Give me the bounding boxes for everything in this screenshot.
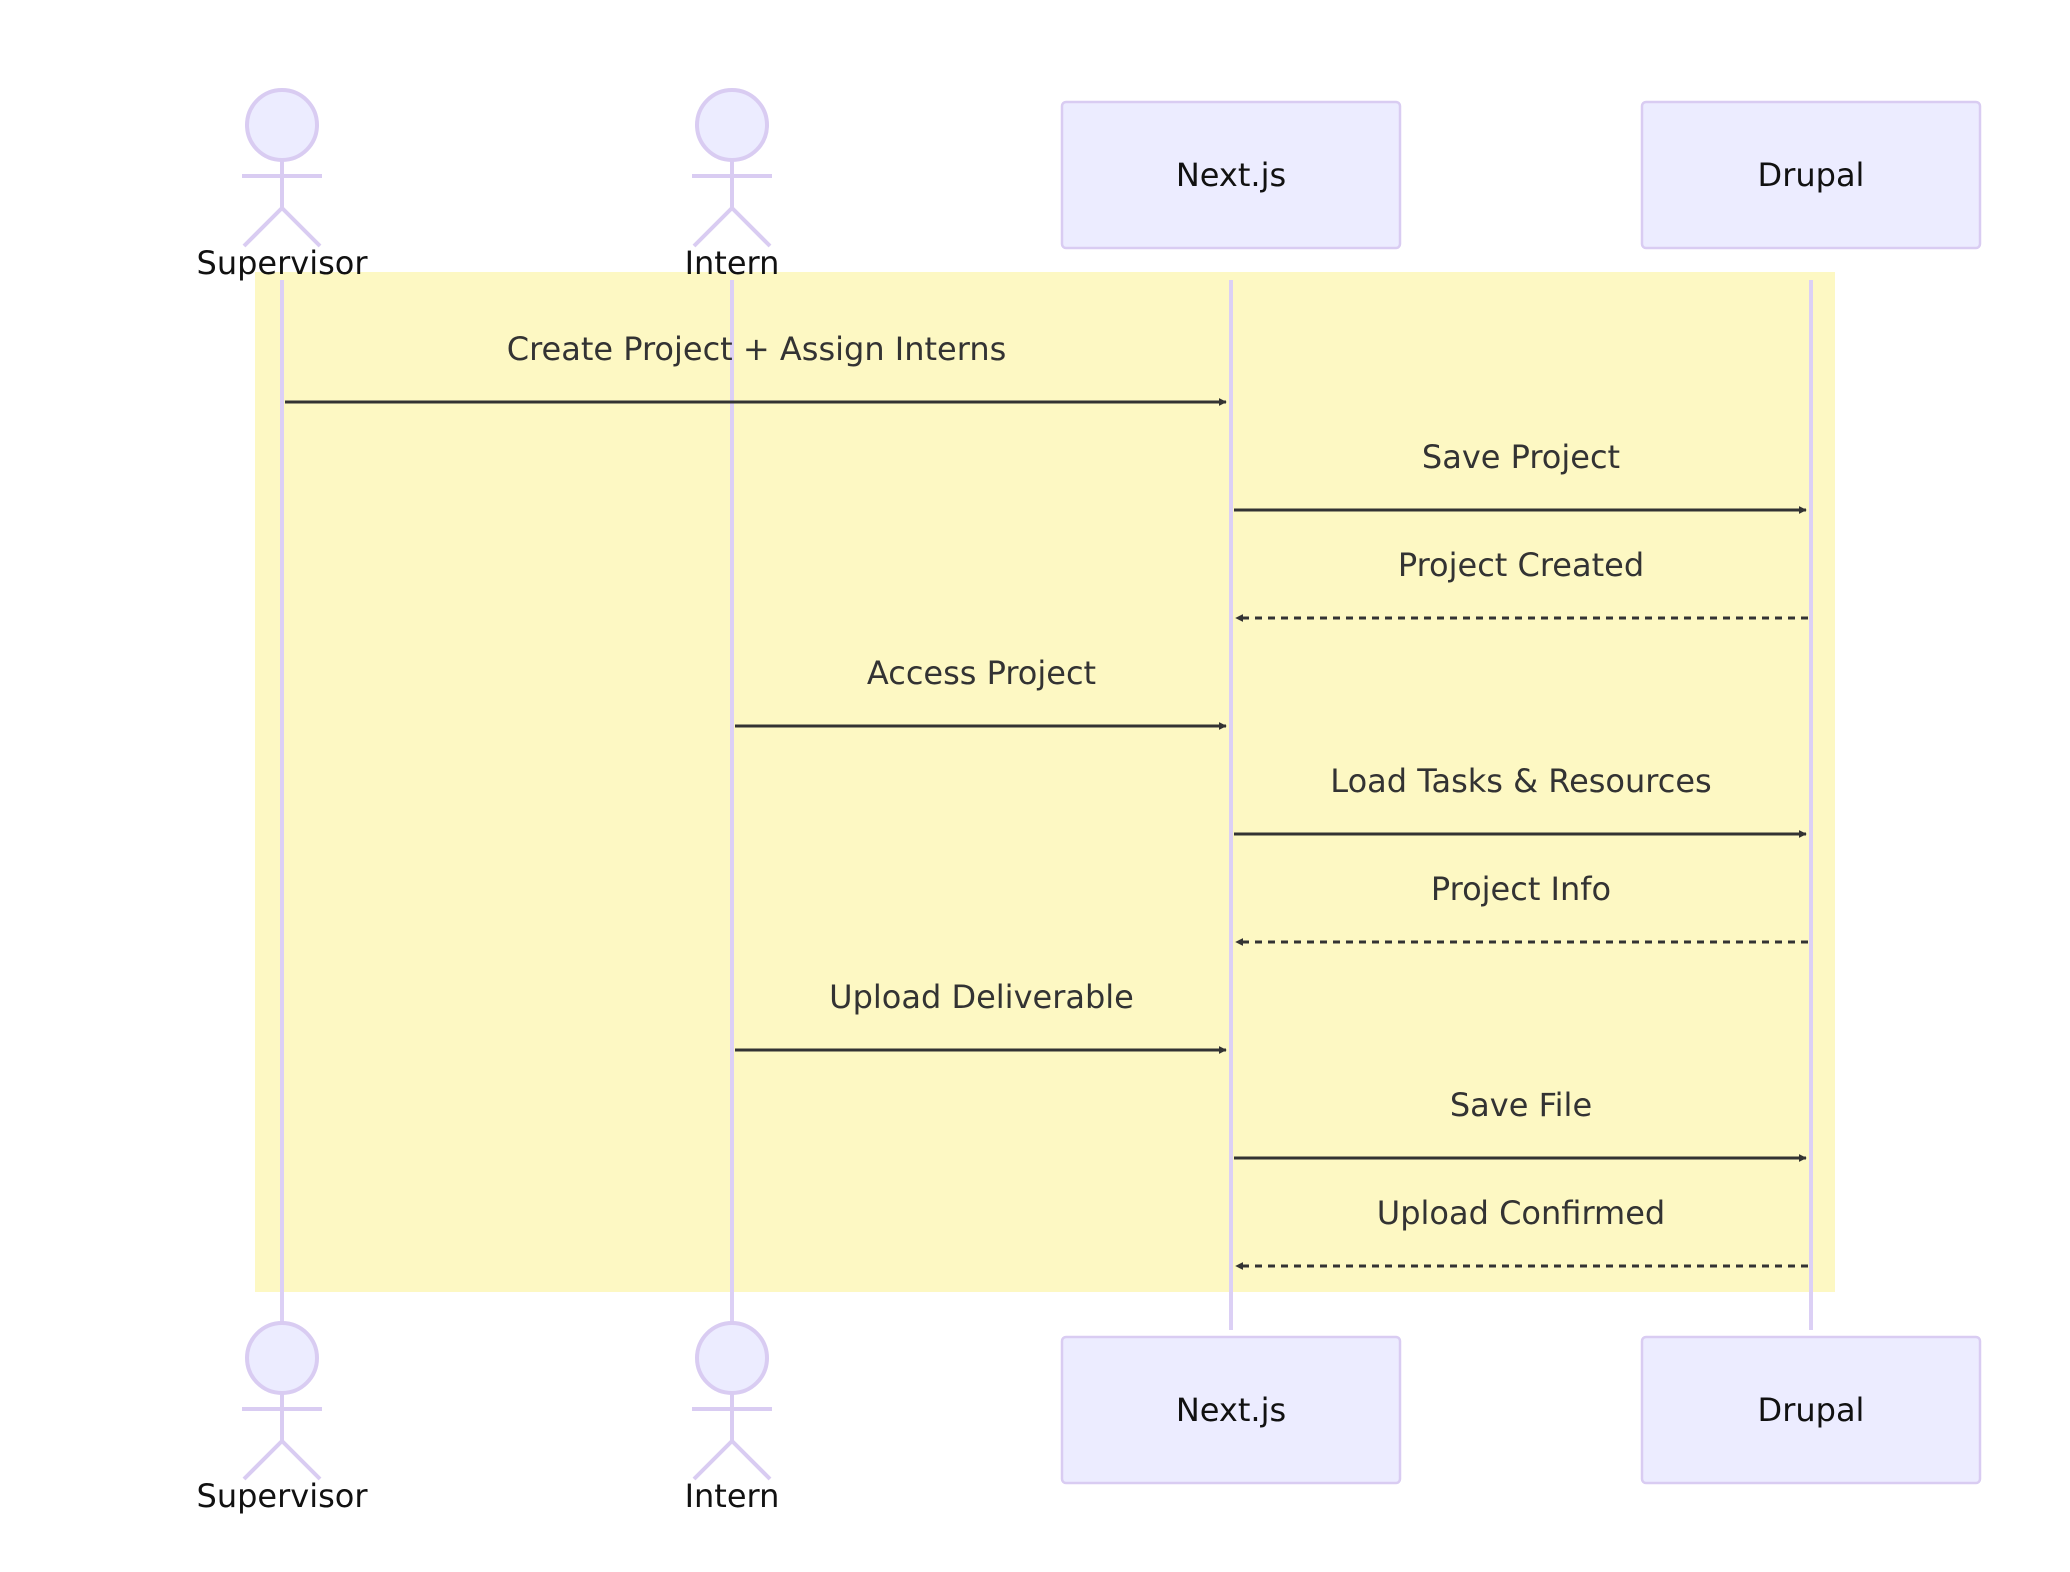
message-2: Save Project — [1234, 438, 1807, 514]
actor-head-icon — [695, 1321, 769, 1395]
participant-drupal-bottom: Drupal — [1640, 1335, 1982, 1485]
message-9: Upload Confirmed — [1235, 1194, 1808, 1270]
actor-left-leg-icon — [242, 1439, 284, 1481]
participant-label: Intern — [685, 244, 780, 282]
participant-label: Next.js — [1176, 156, 1286, 194]
participant-label: Supervisor — [197, 1477, 369, 1515]
actor-right-leg-icon — [730, 1439, 772, 1481]
participant-box — [1640, 1335, 1982, 1485]
message-3: Project Created — [1235, 546, 1808, 622]
actor-intern-top: Intern — [685, 88, 780, 282]
actor-head-icon — [245, 88, 319, 162]
participant-label: Next.js — [1176, 1391, 1286, 1429]
actor-left-leg-icon — [692, 1439, 734, 1481]
message-6: Project Info — [1235, 870, 1808, 946]
message-8: Save File — [1234, 1086, 1807, 1162]
highlight-block — [255, 272, 1835, 1292]
participant-box — [1060, 100, 1402, 250]
participant-label: Drupal — [1758, 156, 1865, 194]
participant-box — [1060, 1335, 1402, 1485]
message-1: Create Project + Assign Interns — [285, 330, 1227, 406]
participant-label: Intern — [685, 1477, 780, 1515]
message-4: Access Project — [735, 654, 1227, 730]
actor-head-icon — [245, 1321, 319, 1395]
actor-right-leg-icon — [730, 206, 772, 248]
actor-left-leg-icon — [242, 206, 284, 248]
message-label: Load Tasks & Resources — [1330, 762, 1711, 800]
actor-head-icon — [695, 88, 769, 162]
participant-label: Supervisor — [197, 244, 369, 282]
participant-nextjs-bottom: Next.js — [1060, 1335, 1402, 1485]
actor-right-leg-icon — [280, 206, 322, 248]
actor-supervisor-bottom: Supervisor — [197, 1321, 369, 1515]
message-label: Project Info — [1431, 870, 1611, 908]
participant-label: Drupal — [1758, 1391, 1865, 1429]
participant-drupal-top: Drupal — [1640, 100, 1982, 250]
message-label: Project Created — [1398, 546, 1644, 584]
message-7: Upload Deliverable — [735, 978, 1227, 1054]
participant-box — [1640, 100, 1982, 250]
actor-intern-bottom: Intern — [685, 1321, 780, 1515]
actor-right-leg-icon — [280, 1439, 322, 1481]
message-label: Upload Confirmed — [1377, 1194, 1665, 1232]
message-label: Access Project — [867, 654, 1096, 692]
actor-left-leg-icon — [692, 206, 734, 248]
message-label: Save Project — [1422, 438, 1620, 476]
actor-supervisor-top: Supervisor — [197, 88, 369, 282]
message-label: Save File — [1450, 1086, 1592, 1124]
message-label: Create Project + Assign Interns — [507, 330, 1007, 368]
message-5: Load Tasks & Resources — [1234, 762, 1807, 838]
participant-nextjs-top: Next.js — [1060, 100, 1402, 250]
message-label: Upload Deliverable — [829, 978, 1134, 1016]
